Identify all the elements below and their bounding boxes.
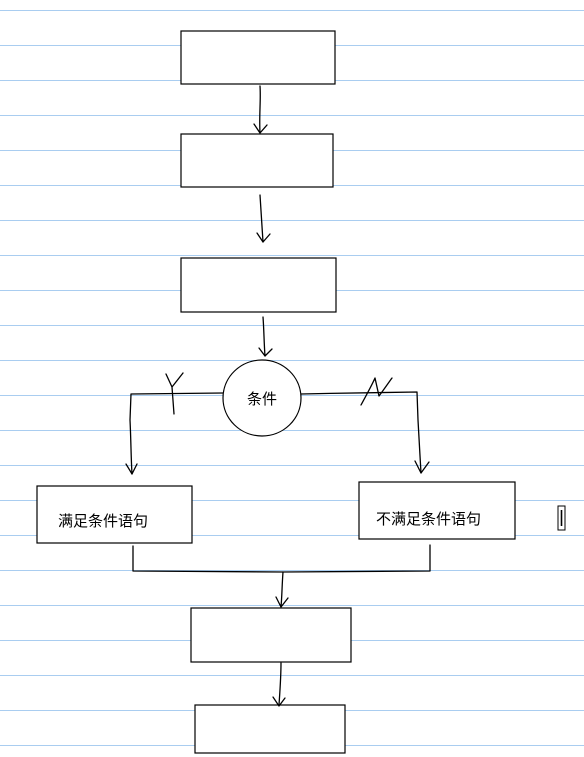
decision-circle[interactable] [222, 359, 302, 437]
no-marker-icon [360, 377, 393, 406]
arrow-head-icon [125, 463, 138, 475]
merge-arrow [280, 571, 284, 608]
process-box-1[interactable] [180, 30, 336, 85]
process-box-3[interactable] [180, 257, 337, 313]
decision-label: 条件 [247, 390, 277, 408]
connector-arrow-1 [259, 85, 261, 134]
false-branch-box[interactable] [358, 481, 516, 540]
connector-arrow-3 [262, 316, 266, 357]
arrow-head-icon [272, 696, 286, 707]
no-branch-connector [300, 391, 422, 474]
true-branch-label: 满足条件语句 [58, 512, 148, 530]
process-box-after-merge[interactable] [190, 607, 352, 663]
arrow-head-icon [275, 596, 289, 608]
true-branch-box[interactable] [36, 485, 193, 544]
yes-branch-connector [129, 392, 224, 475]
connector-arrow-2 [259, 194, 264, 243]
connector-arrow-final [278, 662, 282, 706]
process-box-2[interactable] [180, 133, 334, 188]
arrow-head-icon [258, 347, 273, 357]
arrow-head-icon [256, 232, 271, 243]
merge-connector [132, 544, 431, 573]
yes-marker-icon [165, 372, 184, 415]
arrow-head-icon [253, 123, 268, 134]
notebook-ruled-lines [0, 10, 584, 746]
arrow-head-icon [414, 460, 430, 474]
process-box-final[interactable] [194, 704, 346, 754]
text-cursor-icon [557, 505, 566, 531]
false-branch-label: 不满足条件语句 [376, 510, 481, 528]
